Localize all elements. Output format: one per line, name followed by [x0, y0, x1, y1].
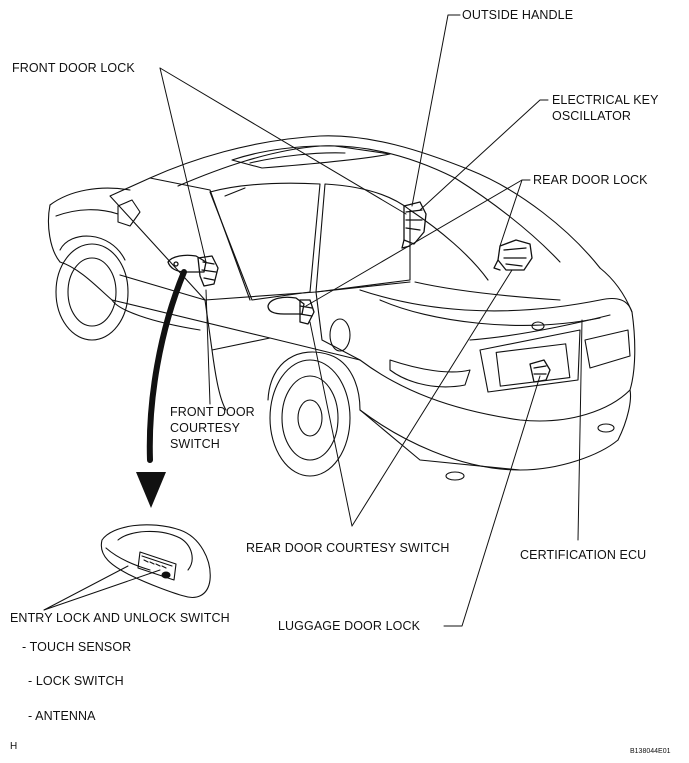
label-outside-handle: OUTSIDE HANDLE	[462, 8, 574, 22]
luggage-door-lock-component	[530, 360, 550, 382]
zoom-arrow	[136, 272, 184, 508]
label-rear-door-lock: REAR DOOR LOCK	[533, 173, 648, 187]
label-electrical-key-oscillator-line1: ELECTRICAL KEY	[552, 93, 659, 107]
label-front-door-courtesy-switch-line1: FRONT DOOR	[170, 405, 255, 419]
label-antenna: - ANTENNA	[28, 709, 96, 723]
label-electrical-key-oscillator-line2: OSCILLATOR	[552, 109, 632, 123]
car-body-drawing	[48, 136, 634, 480]
label-front-door-courtesy-switch-line2: COURTESY	[170, 421, 241, 435]
label-front-door-courtesy-switch-line3: SWITCH	[170, 437, 220, 451]
rear-door-handle-component	[268, 297, 314, 324]
label-front-door-lock: FRONT DOOR LOCK	[12, 61, 135, 75]
label-luggage-door-lock: LUGGAGE DOOR LOCK	[278, 619, 421, 633]
corner-mark-left: H	[10, 741, 18, 752]
label-rear-door-courtesy-switch: REAR DOOR COURTESY SWITCH	[246, 541, 450, 555]
rear-door-lock-component	[494, 240, 532, 270]
front-door-lock-component	[168, 255, 218, 286]
label-entry-lock-unlock-switch: ENTRY LOCK AND UNLOCK SWITCH	[10, 611, 230, 625]
label-lock-switch: - LOCK SWITCH	[28, 674, 124, 688]
label-certification-ecu: CERTIFICATION ECU	[520, 548, 647, 562]
outside-handle-front-lock-unit	[402, 202, 426, 248]
label-touch-sensor: - TOUCH SENSOR	[22, 640, 132, 654]
door-handle-detail-drawing	[101, 525, 210, 598]
leader-lines	[44, 15, 582, 626]
corner-mark-right: B138044E01	[630, 748, 671, 755]
